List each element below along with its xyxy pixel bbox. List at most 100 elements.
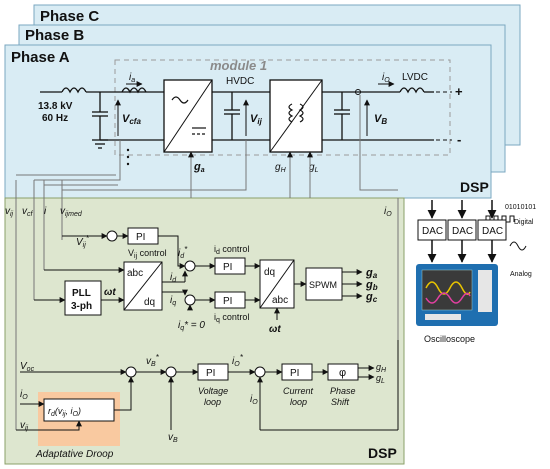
current-loop-1: Current bbox=[283, 386, 314, 396]
phase-b-label: Phase B bbox=[25, 27, 84, 44]
dac-2-label: DAC bbox=[452, 226, 473, 237]
out-gb: gb bbox=[365, 279, 378, 292]
lvdc-bus bbox=[322, 87, 434, 141]
analog-label: Analog bbox=[510, 271, 532, 278]
out-gc: gc bbox=[365, 291, 378, 304]
vcfa-label: Vcfa bbox=[122, 113, 141, 126]
id-pi-text: PI bbox=[223, 262, 232, 273]
id-label: id bbox=[170, 272, 177, 284]
vij-control-label: Vij control bbox=[128, 248, 167, 260]
iq-control-label: iq control bbox=[214, 312, 249, 324]
gh-label: gH bbox=[275, 162, 287, 174]
iq-summer bbox=[184, 294, 196, 306]
abc-dq-top: abc bbox=[127, 268, 143, 279]
pll-label: PLL bbox=[72, 288, 91, 299]
scope-screen bbox=[421, 269, 473, 311]
grid-inductor bbox=[61, 87, 87, 94]
vb-in-label: vB bbox=[168, 432, 178, 444]
droop-io-label: iO bbox=[20, 389, 28, 401]
dsp-label: DSP bbox=[368, 445, 397, 461]
hvdc-bus bbox=[212, 91, 270, 141]
droop-summer bbox=[125, 366, 137, 378]
spwm-label: SPWM bbox=[309, 280, 337, 290]
droop-function: rd(vij, iO) bbox=[48, 406, 81, 418]
dac-1-label: DAC bbox=[422, 226, 443, 237]
vb-label: VB bbox=[374, 113, 387, 126]
vij-summer bbox=[106, 230, 118, 242]
fb-vcf: vcf bbox=[22, 206, 34, 218]
minus-terminal: - bbox=[457, 132, 461, 147]
lvdc-label: LVDC bbox=[402, 72, 428, 83]
id-control-label: id control bbox=[214, 244, 249, 256]
fb-vij: vij bbox=[5, 206, 14, 218]
phase-shift-phi: φ bbox=[339, 367, 346, 379]
hvdc-label: HVDC bbox=[226, 76, 254, 87]
current-pi-text: PI bbox=[290, 368, 299, 379]
abc-dq-bot: dq bbox=[144, 297, 155, 308]
ellipsis-dots bbox=[126, 148, 130, 166]
vb-ref-label: vB* bbox=[146, 353, 160, 368]
current-summer bbox=[254, 366, 266, 378]
feedback-lines bbox=[15, 95, 399, 430]
dq-abc-top: dq bbox=[264, 267, 275, 278]
vij-ref-label: Vij* bbox=[76, 234, 90, 249]
io-ref-label: iO* bbox=[232, 353, 244, 368]
phase-shift-block bbox=[327, 363, 359, 381]
grid-frequency: 60 Hz bbox=[42, 113, 68, 124]
io-label: iO bbox=[382, 72, 390, 84]
grid-voltage: 13.8 kV bbox=[38, 101, 73, 112]
voltage-summer bbox=[165, 366, 177, 378]
voc-label: Voc bbox=[20, 361, 35, 373]
iq-label: iq bbox=[170, 295, 176, 307]
pll-label-2: 3-ph bbox=[71, 301, 92, 312]
output-inductor bbox=[399, 87, 425, 94]
droop-title: Adaptative Droop bbox=[35, 449, 114, 460]
plus-terminal: + bbox=[455, 84, 463, 99]
dq-abc-wt-label: ωt bbox=[269, 324, 281, 335]
phase-a-label: Phase A bbox=[11, 49, 70, 66]
phase-a-dsp-label: DSP bbox=[460, 179, 489, 195]
dq-abc-bot: abc bbox=[272, 295, 288, 306]
ga-label: ga bbox=[193, 161, 205, 174]
pll-wt-label: ωt bbox=[104, 287, 116, 298]
digital-label: Digital bbox=[514, 219, 534, 226]
iq-pi-text: PI bbox=[223, 296, 232, 307]
vij-label: Vij bbox=[250, 113, 263, 126]
digital-bits: 01010101 bbox=[505, 204, 536, 211]
current-loop-2: loop bbox=[290, 397, 307, 407]
ps-gl: gL bbox=[376, 373, 385, 385]
out-ga: ga bbox=[365, 267, 378, 280]
pll-block bbox=[64, 280, 102, 316]
ps-gh: gH bbox=[376, 362, 387, 374]
phase-shift-2: Shift bbox=[331, 397, 350, 407]
analog-wave bbox=[509, 241, 527, 251]
droop-vij-label: vij bbox=[20, 420, 29, 432]
vij-pi-text: PI bbox=[136, 232, 145, 243]
oscilloscope-label: Oscilloscope bbox=[424, 334, 475, 344]
scope-knob-panel bbox=[478, 270, 492, 312]
fb-i: i bbox=[44, 206, 47, 217]
voltage-pi-text: PI bbox=[206, 368, 215, 379]
ac-line bbox=[40, 87, 164, 149]
io-fb-label: iO bbox=[250, 394, 258, 406]
voltage-loop-2: loop bbox=[204, 397, 221, 407]
phase-a-panel bbox=[4, 44, 492, 199]
id-ref-label: id* bbox=[178, 245, 188, 260]
id-summer bbox=[184, 260, 196, 272]
fb-io: iO bbox=[384, 206, 392, 218]
module-boundary bbox=[114, 59, 451, 156]
scope-base bbox=[425, 314, 461, 320]
phase-c-label: Phase C bbox=[40, 8, 99, 25]
voltage-loop-1: Voltage bbox=[198, 386, 228, 396]
iq-ref-label: iq* = 0 bbox=[178, 320, 205, 332]
scope-trace-yellow bbox=[425, 281, 471, 295]
module-label: module 1 bbox=[210, 58, 267, 73]
phase-shift-1: Phase bbox=[330, 386, 356, 396]
scope-trace-pink bbox=[425, 292, 471, 304]
gl-label: gL bbox=[309, 162, 319, 174]
dac-3-label: DAC bbox=[482, 226, 503, 237]
fb-vijmed: vijmed bbox=[60, 206, 83, 218]
filter-inductor bbox=[121, 87, 147, 94]
ia-label: ia bbox=[129, 72, 135, 84]
